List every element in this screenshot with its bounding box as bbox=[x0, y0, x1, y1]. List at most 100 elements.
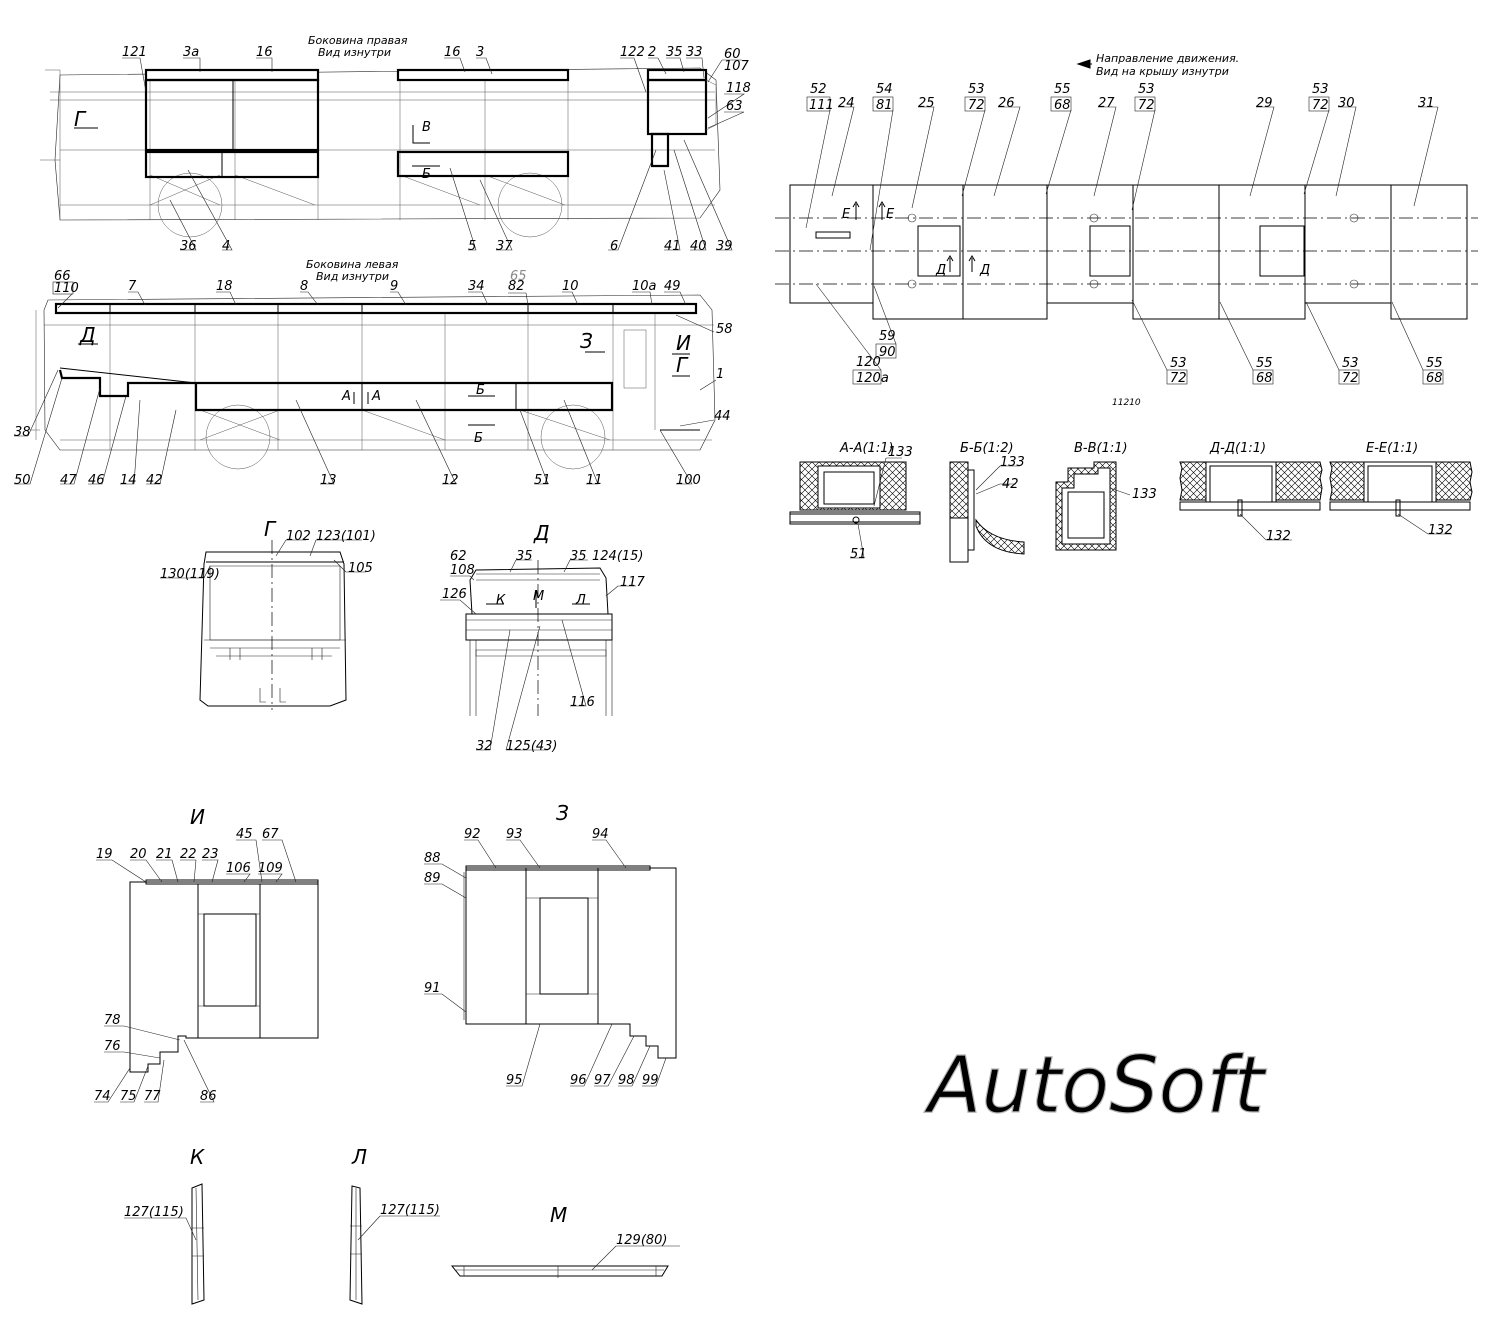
view-z-label-88: 88 bbox=[424, 851, 441, 866]
roof-label-55a: 55 bbox=[1054, 82, 1071, 97]
roof-label-52: 52 bbox=[810, 82, 827, 97]
left-side-labels: 66 110 7 18 8 9 34 65 82 10 10a 49 58 bbox=[14, 269, 733, 488]
section-b-label-133: 133 bbox=[1000, 455, 1025, 470]
view-i-label-67: 67 bbox=[262, 827, 279, 842]
view-z-label-89: 89 bbox=[424, 871, 441, 886]
roof-bottom-labels: 59 90 120 120a 53 72 55 68 53 72 55 68 bbox=[815, 283, 1444, 386]
view-i-label-75: 75 bbox=[120, 1089, 137, 1104]
label-66: 66 bbox=[54, 269, 71, 284]
view-z-label-98: 98 bbox=[618, 1073, 635, 1088]
roof-label-111: 111 bbox=[809, 98, 834, 113]
view-d: Д К М Л 62 108 35 35 124(15) 126 117 116… bbox=[440, 521, 646, 754]
label-8: 8 bbox=[300, 279, 308, 294]
view-d-label-124: 124(15) bbox=[592, 549, 644, 564]
view-i-label-77: 77 bbox=[144, 1089, 161, 1104]
label-60: 60 bbox=[724, 47, 741, 62]
label-10: 10 bbox=[562, 279, 579, 294]
view-mark-b1: Б bbox=[476, 383, 485, 398]
label-6: 6 bbox=[610, 239, 618, 254]
roof-subtitle: Вид на крышу изнутри bbox=[1096, 65, 1229, 78]
label-38: 38 bbox=[14, 425, 31, 440]
view-mark-a2: А bbox=[371, 389, 381, 404]
left-side-title: Боковина левая bbox=[306, 258, 399, 271]
view-g-label-130: 130(119) bbox=[160, 567, 220, 582]
roof-label-27: 27 bbox=[1098, 96, 1115, 111]
view-mark-v: В bbox=[422, 120, 431, 135]
right-side-title: Боковина правая bbox=[308, 34, 408, 47]
label-82: 82 bbox=[508, 279, 525, 294]
label-2: 2 bbox=[648, 45, 656, 60]
view-i-label-23: 23 bbox=[202, 847, 219, 862]
view-i-label-45: 45 bbox=[236, 827, 253, 842]
view-d-label-35b: 35 bbox=[570, 549, 587, 564]
label-47: 47 bbox=[60, 473, 77, 488]
view-i-label-106: 106 bbox=[226, 861, 251, 876]
view-k-label: 127(115) bbox=[124, 1205, 184, 1220]
section-d-label-132: 132 bbox=[1266, 529, 1291, 544]
roof-label-72d: 72 bbox=[1170, 371, 1187, 386]
label-9: 9 bbox=[390, 279, 398, 294]
section-d-d: Д-Д(1:1) 132 bbox=[1179, 441, 1323, 544]
label-118: 118 bbox=[726, 81, 751, 96]
roof-label-53c: 53 bbox=[1312, 82, 1329, 97]
view-d-mark-k: К bbox=[496, 593, 506, 608]
view-i-label-22: 22 bbox=[180, 847, 197, 862]
section-v-label-133: 133 bbox=[1132, 487, 1157, 502]
view-g-label-105: 105 bbox=[348, 561, 373, 576]
section-e-title: Е-Е(1:1) bbox=[1366, 441, 1418, 456]
label-4: 4 bbox=[222, 239, 230, 254]
roof-label-68a: 68 bbox=[1054, 98, 1071, 113]
view-mark-g2: Г bbox=[676, 353, 689, 377]
label-110: 110 bbox=[54, 281, 79, 296]
view-d-label-35a: 35 bbox=[516, 549, 533, 564]
label-10a: 10a bbox=[632, 279, 657, 294]
roof-label-55b: 55 bbox=[1256, 356, 1273, 371]
label-36: 36 bbox=[180, 239, 197, 254]
label-33: 33 bbox=[686, 45, 703, 60]
label-1: 1 bbox=[716, 367, 724, 382]
view-l-label: 127(115) bbox=[380, 1203, 440, 1218]
roof-label-120a: 120a bbox=[856, 371, 889, 386]
view-g-title: Г bbox=[264, 517, 277, 541]
label-49: 49 bbox=[664, 279, 681, 294]
roof-label-53d: 53 bbox=[1170, 356, 1187, 371]
view-l: Л 127(115) bbox=[349, 1145, 440, 1305]
section-b-label-42: 42 bbox=[1002, 477, 1019, 492]
label-3a: 3a bbox=[183, 45, 199, 60]
section-a-label-133: 133 bbox=[888, 445, 913, 460]
drawing-number: 11210 bbox=[1112, 398, 1141, 408]
roof-label-68c: 68 bbox=[1426, 371, 1443, 386]
roof-label-68b: 68 bbox=[1256, 371, 1273, 386]
label-14: 14 bbox=[120, 473, 137, 488]
view-d-label-116: 116 bbox=[570, 695, 595, 710]
roof-label-25: 25 bbox=[918, 96, 935, 111]
view-mark-g: Г bbox=[74, 107, 87, 131]
roof-label-72b: 72 bbox=[1138, 98, 1155, 113]
label-44: 44 bbox=[714, 409, 731, 424]
view-i-label-21: 21 bbox=[156, 847, 173, 862]
label-121: 121 bbox=[122, 45, 147, 60]
roof-label-26: 26 bbox=[998, 96, 1015, 111]
view-i-label-19: 19 bbox=[96, 847, 113, 862]
section-b-b: Б-Б(1:2) 133 42 bbox=[949, 441, 1025, 563]
view-d-label-108: 108 bbox=[450, 563, 475, 578]
left-side-subtitle: Вид изнутри bbox=[316, 270, 389, 283]
roof-label-72e: 72 bbox=[1342, 371, 1359, 386]
view-k-title: К bbox=[190, 1145, 205, 1169]
view-i-label-109: 109 bbox=[258, 861, 283, 876]
roof-label-90: 90 bbox=[879, 345, 896, 360]
view-mark-a1: А bbox=[341, 389, 351, 404]
roof-view: Направление движения. Вид на крышу изнут… bbox=[775, 52, 1478, 408]
section-d-title: Д-Д(1:1) bbox=[1209, 441, 1266, 456]
view-d-label-117: 117 bbox=[620, 575, 646, 590]
roof-mark-e1: Е bbox=[842, 207, 851, 222]
view-z-labels: 92 93 94 88 89 91 95 96 97 98 99 bbox=[424, 827, 667, 1088]
view-i: И 19 20 21 22 23 45 67 106 109 78 bbox=[94, 805, 319, 1104]
view-i-label-78: 78 bbox=[104, 1013, 121, 1028]
label-58: 58 bbox=[716, 322, 733, 337]
view-k: К 127(115) bbox=[124, 1145, 205, 1305]
view-g-label-102: 102 bbox=[286, 529, 311, 544]
label-3: 3 bbox=[476, 45, 484, 60]
label-122: 122 bbox=[620, 45, 645, 60]
view-g-label-123: 123(101) bbox=[316, 529, 376, 544]
